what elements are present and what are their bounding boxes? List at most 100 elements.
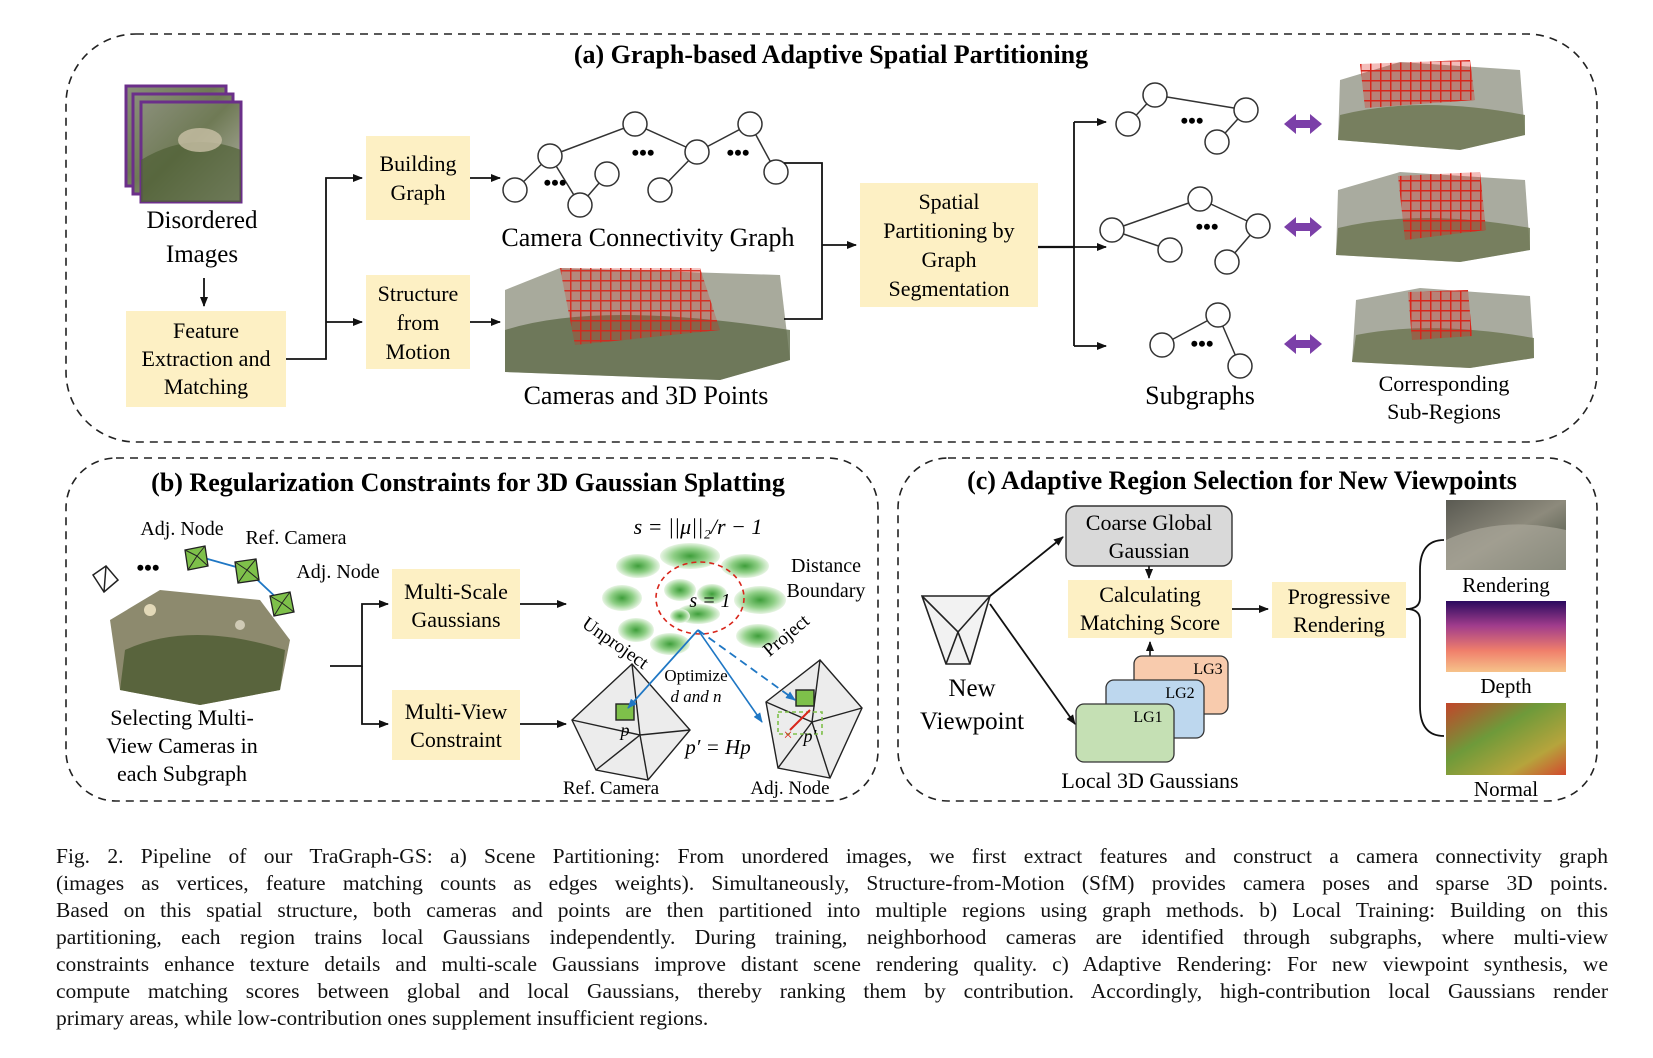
- multi-view-line-1: Multi-View: [405, 699, 508, 724]
- building-graph-box: [366, 136, 470, 220]
- sfm-box: [366, 275, 470, 369]
- camera-icon-left: [91, 564, 120, 594]
- building-graph-line-1: Building: [379, 151, 456, 176]
- adj-node-label-1: Adj. Node: [140, 518, 223, 540]
- p-label: p: [619, 720, 630, 740]
- local-gaussians-label: Local 3D Gaussians: [1061, 768, 1238, 793]
- panel-a: (a) Graph-based Adaptive Spatial Partiti…: [65, 33, 1598, 443]
- coarse-line-2: Gaussian: [1109, 538, 1190, 563]
- subgraph-2-ellipsis: •••: [1195, 214, 1218, 239]
- adj-node-label-2: Adj. Node: [296, 561, 379, 583]
- photo-stack-icon: [124, 84, 243, 204]
- multi-scale-line-1: Multi-Scale: [404, 579, 508, 604]
- homography-label: p′ = Hp: [683, 735, 750, 759]
- cameras-points-label: Cameras and 3D Points: [524, 381, 769, 410]
- lg1-label: LG1: [1133, 709, 1162, 726]
- panel-b-title: (b) Regularization Constraints for 3D Ga…: [151, 468, 785, 497]
- building-graph-line-2: Graph: [391, 180, 446, 205]
- progressive-box: [1272, 582, 1406, 638]
- pipeline-diagram: (a) Graph-based Adaptive Spatial Partiti…: [65, 33, 1598, 802]
- arrow-to-multi-view: [361, 666, 389, 728]
- disordered-images-line-1: Disordered: [146, 207, 258, 234]
- optimize-line-2: d and n: [671, 687, 722, 706]
- spatial-line-1: Spatial: [918, 189, 979, 214]
- multi-view-box: [392, 690, 520, 760]
- caption-line-3: Based on this spatial structure, both ca…: [56, 898, 1608, 922]
- disordered-images-line-2: Images: [166, 241, 238, 268]
- panel-c-frame: [897, 457, 1598, 802]
- reproject-ray: [697, 629, 763, 723]
- lg1-card: [1075, 703, 1175, 763]
- sub-region-2: [1336, 172, 1530, 262]
- formula-s: s = ||μ||₂/r − 1: [634, 514, 763, 539]
- depth-image: [1446, 601, 1566, 672]
- double-arrow-icon: [1284, 114, 1322, 354]
- spatial-line-2: Partitioning by: [883, 218, 1014, 243]
- ref-camera-bottom-label: Ref. Camera: [563, 778, 660, 799]
- calculating-line-2: Matching Score: [1080, 610, 1220, 635]
- distance-boundary-line-2: Boundary: [787, 580, 866, 602]
- camera-graph-label: Camera Connectivity Graph: [501, 223, 794, 252]
- new-viewpoint-line-2: Viewpoint: [920, 708, 1024, 735]
- subgraph-1: [1115, 82, 1259, 155]
- optimize-line-1: Optimize: [664, 666, 727, 685]
- normal-label: Normal: [1474, 777, 1538, 801]
- caption-line-2: (images as vertices, feature matching co…: [56, 871, 1608, 895]
- camera-connectivity-graph: [502, 111, 789, 218]
- s-eq-1: s = 1: [689, 590, 730, 612]
- spatial-line-3: Graph: [922, 247, 977, 272]
- subgraph-1-ellipsis: •••: [1180, 108, 1203, 133]
- figure-caption: Fig. 2. Pipeline of our TraGraph-GS: a) …: [56, 843, 1608, 1032]
- panel-c: (c) Adaptive Region Selection for New Vi…: [897, 457, 1598, 802]
- calculating-box: [1068, 580, 1232, 638]
- ref-camera-label: Ref. Camera: [245, 527, 346, 549]
- graph-ellipsis-1: •••: [543, 170, 566, 195]
- subgraph-2: [1099, 186, 1271, 275]
- panel-b: (b) Regularization Constraints for 3D Ga…: [65, 457, 879, 802]
- join-bracket: [784, 162, 823, 320]
- caption-line-4: partitioning, each region trains local G…: [56, 925, 1608, 949]
- caption-line-5: constraints enhance texture details and …: [56, 952, 1608, 976]
- project-ray: [697, 629, 796, 701]
- adj-camera-icon-1: [184, 545, 209, 571]
- calculating-line-1: Calculating: [1099, 582, 1200, 607]
- subgraph-3: [1149, 302, 1253, 379]
- new-viewpoint-camera-icon: [920, 595, 992, 665]
- panel-b-frame: [65, 457, 879, 802]
- adj-camera-pyramid: [765, 659, 863, 779]
- multi-scale-box: [392, 569, 520, 639]
- feature-box-line-2: Extraction and: [142, 346, 271, 371]
- lg3-label: LG3: [1193, 661, 1222, 678]
- panel-c-title: (c) Adaptive Region Selection for New Vi…: [967, 466, 1517, 495]
- arrow-feature-to-building: [286, 174, 363, 360]
- caption-line-7: primary areas, while low-contribution on…: [56, 1006, 709, 1030]
- caption-line-6: compute matching scores between global a…: [56, 979, 1608, 1003]
- caption-line-1: Fig. 2. Pipeline of our TraGraph-GS: a) …: [56, 844, 1608, 868]
- arrow-to-local: [989, 603, 1076, 725]
- camera-ellipsis: •••: [136, 555, 159, 580]
- distance-boundary-circle: [655, 561, 745, 635]
- point-cloud-icon: [505, 268, 790, 380]
- graph-ellipsis-2: •••: [631, 140, 654, 165]
- adj-camera-icon-2: [269, 591, 295, 617]
- p-prime-label: p′: [802, 726, 818, 746]
- depth-label: Depth: [1480, 674, 1532, 698]
- graph-ellipsis-3: •••: [726, 140, 749, 165]
- arrow-to-coarse: [989, 536, 1064, 597]
- multi-view-scene: [110, 590, 290, 705]
- feature-box: [126, 311, 286, 407]
- sfm-line-1: Structure: [378, 281, 459, 306]
- progressive-line-2: Rendering: [1293, 612, 1385, 637]
- sub-region-1: [1338, 60, 1525, 150]
- distance-boundary-line-1: Distance: [791, 555, 861, 577]
- subgraph-3-ellipsis: •••: [1190, 331, 1213, 356]
- panel-a-title: (a) Graph-based Adaptive Spatial Partiti…: [574, 40, 1088, 69]
- unproject-ray: [627, 629, 699, 709]
- selecting-line-2: View Cameras in: [106, 733, 257, 758]
- subgraphs-label: Subgraphs: [1145, 381, 1255, 410]
- arrow-to-multi-scale: [330, 600, 389, 667]
- feature-box-line-3: Matching: [164, 374, 248, 399]
- ref-camera-icon: [234, 558, 260, 584]
- lg2-label: LG2: [1165, 685, 1194, 702]
- new-viewpoint-line-1: New: [948, 675, 995, 702]
